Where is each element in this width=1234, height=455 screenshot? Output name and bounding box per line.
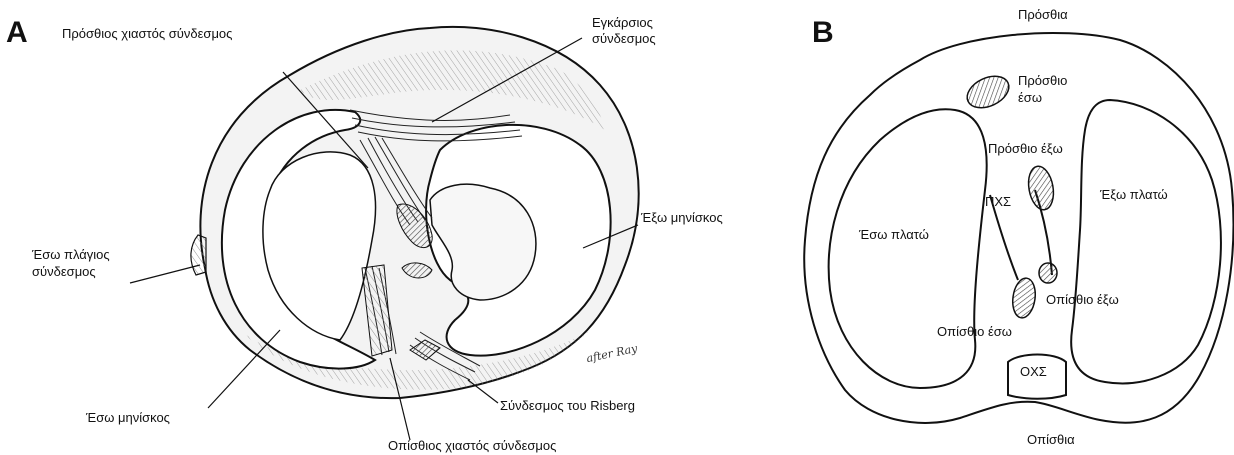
mcl-bump [191,235,206,275]
label-acl-abbreviation: ΠΧΣ [985,194,1011,209]
label-pcl-abbreviation: ΟΧΣ [1020,364,1047,379]
label-lateral-plateau: Έξω πλατώ [1100,187,1168,202]
label-posterior-medial: Οπίσθιο έσω [937,324,1012,339]
panel-letter-b: B [812,18,834,48]
label-medial-collateral-ligament-line1: Έσω πλάγιος [32,247,110,262]
label-posterior-cruciate-ligament: Οπίσθιος χιαστός σύνδεσμος [388,438,556,453]
label-medial-plateau: Έσω πλατώ [859,227,929,242]
label-medial-meniscus: Έσω μηνίσκος [86,410,170,425]
label-anterior-cruciate-ligament: Πρόσθιος χιαστός σύνδεσμος [62,26,232,41]
label-posterior: Οπίσθια [1027,432,1075,447]
label-lateral-meniscus: Έξω μηνίσκος [641,210,723,225]
panel-letter-a: A [6,18,28,48]
label-transverse-ligament-line2: σύνδεσμος [592,31,656,46]
label-anterior: Πρόσθια [1018,7,1068,22]
label-anterior-medial-line1: Πρόσθιο [1018,73,1067,88]
posterior-lateral-horn [1039,263,1057,283]
panel-a-drawing [130,27,639,440]
label-posterior-lateral: Οπίσθιο έξω [1046,292,1119,307]
label-medial-collateral-ligament-line2: σύνδεσμος [32,264,96,279]
label-risberg-ligament: Σύνδεσμος του Risberg [500,398,635,413]
label-transverse-ligament-line1: Εγκάρσιος [592,15,653,30]
label-anterior-medial-line2: έσω [1018,90,1042,105]
label-anterior-lateral: Πρόσθιο έξω [988,141,1063,156]
